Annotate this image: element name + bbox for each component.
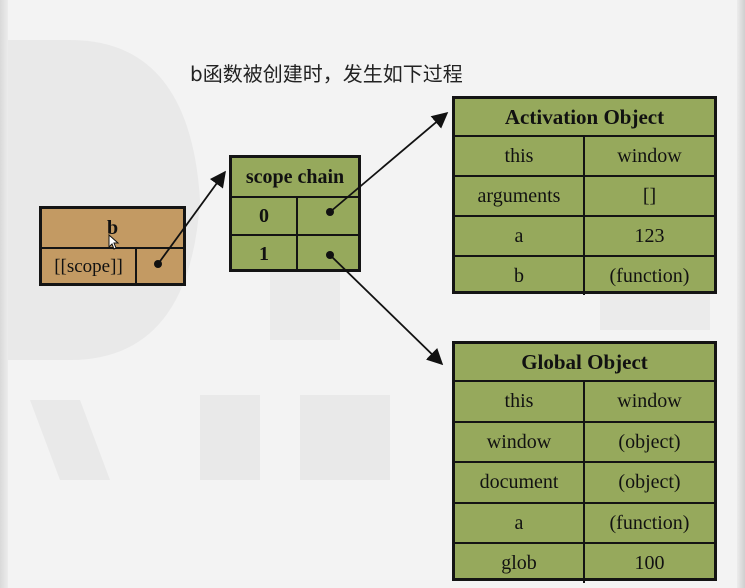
slot0-to-activation-arrow [326, 111, 449, 216]
table-row: window (object) [455, 422, 714, 464]
scope-chain-box: scope chain 0 1 [229, 155, 361, 272]
row-value: (function) [609, 265, 690, 287]
slot-index: 1 [232, 236, 298, 272]
row-value: (object) [618, 471, 681, 494]
scope-label: [[scope]] [42, 249, 137, 285]
table-row: glob 100 [455, 544, 714, 583]
table-row: document (object) [455, 463, 714, 504]
row-key: document [455, 463, 585, 502]
row-key: a [455, 503, 585, 543]
activation-object-table: Activation Object this window arguments … [452, 96, 717, 295]
function-name: b [42, 209, 183, 249]
scope-row: [[scope]] [42, 249, 183, 285]
global-object-table: Global Object this window window (object… [452, 341, 717, 583]
slide-right-edge [737, 0, 745, 588]
row-value: window [617, 145, 682, 167]
scope-to-chain-arrow [154, 170, 226, 268]
row-value: 123 [634, 225, 665, 247]
row-key: glob [455, 544, 585, 583]
row-key: this [455, 137, 585, 175]
row-key: b [455, 257, 585, 295]
row-key: a [455, 217, 585, 255]
row-value: window [617, 390, 682, 412]
row-value: [] [642, 185, 657, 207]
row-value: (object) [618, 430, 681, 453]
row-key: arguments [455, 177, 585, 215]
table-row: this window [455, 137, 714, 177]
row-key: this [455, 382, 585, 421]
table-row: a 123 [455, 217, 714, 257]
slot-index: 0 [232, 198, 298, 234]
row-value: (function) [609, 511, 690, 534]
activation-object-title: Activation Object [455, 99, 714, 137]
table-row: arguments [] [455, 177, 714, 217]
table-row: b (function) [455, 257, 714, 295]
mouse-cursor-icon [108, 234, 120, 250]
row-key: window [455, 422, 585, 462]
page-title: b函数被创建时，发生如下过程 [190, 62, 463, 86]
slot1-to-global-arrow [326, 251, 444, 366]
row-value: 100 [634, 552, 665, 575]
table-row: this window [455, 382, 714, 423]
slide-left-edge [0, 0, 8, 588]
table-row: a (function) [455, 503, 714, 545]
scope-chain-slot: 1 [232, 236, 358, 272]
scope-chain-title: scope chain [232, 158, 358, 198]
function-b-box: b [[scope]] [39, 206, 186, 286]
scope-chain-slot: 0 [232, 198, 358, 236]
global-object-title: Global Object [455, 344, 714, 382]
